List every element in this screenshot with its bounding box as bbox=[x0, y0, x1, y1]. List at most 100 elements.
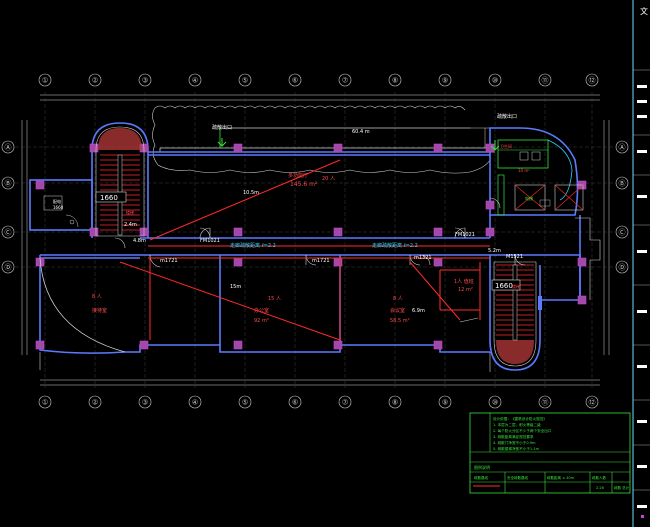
stair-left: 1660 楼梯 bbox=[95, 126, 145, 237]
column bbox=[233, 143, 243, 153]
legend-row: 设计依据：《建筑设计防火规范》 bbox=[493, 416, 547, 421]
room-top-people: 20 人 bbox=[322, 176, 335, 182]
grid-right-4: Ⓓ bbox=[615, 260, 629, 274]
small-room-label: 配电 bbox=[53, 198, 61, 204]
column bbox=[233, 340, 243, 350]
room-right-name: 会议室 bbox=[390, 307, 405, 314]
legend-row: 5. 疏散楼梯净宽不小于1.1m bbox=[493, 446, 540, 451]
column bbox=[485, 227, 495, 237]
grid-right-label: Ⓐ bbox=[619, 144, 626, 152]
column bbox=[433, 227, 443, 237]
legend-row: 3. 疏散距离满足规范要求 bbox=[493, 434, 534, 439]
grid-bottom-10: ⑩ bbox=[488, 395, 502, 409]
dist-f-label: 15m bbox=[230, 284, 241, 290]
grid-bottom-6: ⑥ bbox=[288, 395, 302, 409]
storage-area: 12 m² bbox=[458, 287, 473, 293]
dist-c-label: 5.2m bbox=[488, 248, 501, 254]
dist-d-label: 6.9m bbox=[412, 308, 425, 314]
grid-left-label: Ⓑ bbox=[5, 180, 12, 188]
grid-bottom-1: ① bbox=[38, 395, 52, 409]
grid-bottom-3: ③ bbox=[138, 395, 152, 409]
grid-bottom-label: ⑤ bbox=[242, 399, 248, 407]
stair-left-width: 1660 bbox=[100, 194, 118, 202]
grid-top-label: ⑥ bbox=[292, 77, 298, 85]
grid-top-label: ⑫ bbox=[589, 77, 596, 85]
room-left-name: 接待室 bbox=[92, 307, 107, 314]
legend-row: 4. 疏散门净宽不小于0.9m bbox=[493, 440, 536, 445]
evacuation-routes bbox=[119, 159, 490, 341]
grid-top-label: ② bbox=[92, 77, 98, 85]
legend-col5: 疏散 总计 bbox=[614, 485, 630, 490]
grid-bottom-9: ⑨ bbox=[438, 395, 452, 409]
grid-left-3: Ⓒ bbox=[1, 225, 15, 239]
door-e-label: FM1021 bbox=[455, 232, 475, 238]
grid-top-11: ⑪ bbox=[538, 73, 552, 87]
room-top-name: 多功能厅 bbox=[288, 172, 308, 179]
room-center-name: 办公室 bbox=[254, 307, 269, 314]
grid-bottom-7: ⑦ bbox=[338, 395, 352, 409]
dist-b-label: 4.8m bbox=[133, 238, 146, 244]
corridor-left-label: 走廊疏散距离 ℓ=2.2 bbox=[230, 242, 276, 249]
column bbox=[433, 143, 443, 153]
column bbox=[89, 227, 99, 237]
grid-left-1: Ⓐ bbox=[1, 140, 15, 154]
grid-top-label: ⑧ bbox=[392, 77, 398, 85]
room-center-people: 15 人 bbox=[268, 296, 281, 302]
grid-top-9: ⑨ bbox=[438, 73, 452, 87]
legend-line-label: 疏散路线 bbox=[474, 475, 488, 480]
door-b-label: m1721 bbox=[312, 258, 330, 264]
room-right-people: 8 人 bbox=[393, 296, 403, 302]
room-center-area: 92 m² bbox=[254, 318, 269, 324]
grid-bottom-label: ⑨ bbox=[442, 399, 448, 407]
legend-col3: 疏散人数 bbox=[592, 475, 606, 480]
grid-top-8: ⑧ bbox=[388, 73, 402, 87]
column bbox=[89, 143, 99, 153]
grid-top-label: ⑩ bbox=[492, 77, 498, 85]
grid-bottom-label: ⑦ bbox=[342, 399, 348, 407]
column bbox=[577, 257, 587, 267]
grid-top-6: ⑥ bbox=[288, 73, 302, 87]
legend-table: 图例说明 疏散路线 安全疏散路线 疏散距离 ≤ 40m 疏散人数 2.26 疏散… bbox=[469, 412, 631, 494]
grid-top-7: ⑦ bbox=[338, 73, 352, 87]
dist-top-label: 60.4 m bbox=[352, 129, 370, 135]
stair-right: 1660 楼梯 bbox=[491, 261, 542, 367]
grid-bottom-label: ⑩ bbox=[492, 399, 498, 407]
door-a-label: m1721 bbox=[160, 258, 178, 264]
room-right-area: 58.5 m² bbox=[390, 318, 410, 324]
grid-bottom-label: ⑪ bbox=[542, 399, 549, 407]
evacuation-route-light bbox=[228, 127, 479, 323]
grid-bottom-label: ③ bbox=[142, 399, 148, 407]
plan-labels: 疏散出口 疏散出口 60.4 m 多功能厅 145.6 m² 20 人 10.5… bbox=[92, 113, 523, 324]
door-c-label: m1321 bbox=[414, 255, 432, 261]
grid-top-2: ② bbox=[88, 73, 102, 87]
column bbox=[433, 340, 443, 350]
column bbox=[433, 257, 443, 267]
column bbox=[139, 340, 149, 350]
exit-left-label: 疏散出口 bbox=[212, 124, 232, 131]
grid-right-2: Ⓑ bbox=[615, 176, 629, 190]
legend-col1: 安全疏散路线 bbox=[507, 475, 528, 480]
grid-top-label: ③ bbox=[142, 77, 148, 85]
room-top-area: 145.6 m² bbox=[290, 181, 318, 188]
grid-bubbles-right: Ⓐ Ⓑ Ⓒ Ⓓ bbox=[615, 140, 629, 274]
grid-right-label: Ⓒ bbox=[619, 229, 626, 237]
small-room-num: 1660 bbox=[53, 205, 64, 210]
grid-bottom-label: ② bbox=[92, 399, 98, 407]
walls bbox=[29, 122, 581, 371]
legend-row: 2. 每个防火分区不少于两个安全出口 bbox=[493, 428, 552, 433]
grid-bubbles-left: Ⓐ Ⓑ Ⓒ Ⓓ bbox=[1, 140, 15, 274]
column bbox=[485, 143, 495, 153]
grid-right-label: Ⓓ bbox=[619, 264, 626, 272]
grid-bottom-label: ④ bbox=[192, 399, 198, 407]
column bbox=[233, 227, 243, 237]
exit-markers bbox=[217, 138, 500, 151]
grid-bottom-8: ⑧ bbox=[388, 395, 402, 409]
grid-left-label: Ⓓ bbox=[5, 264, 12, 272]
grid-right-3: Ⓒ bbox=[615, 225, 629, 239]
grid-bottom-5: ⑤ bbox=[238, 395, 252, 409]
storage-name: 1人 值班 bbox=[454, 278, 474, 285]
column bbox=[333, 340, 343, 350]
right-wing-outline bbox=[39, 217, 601, 372]
